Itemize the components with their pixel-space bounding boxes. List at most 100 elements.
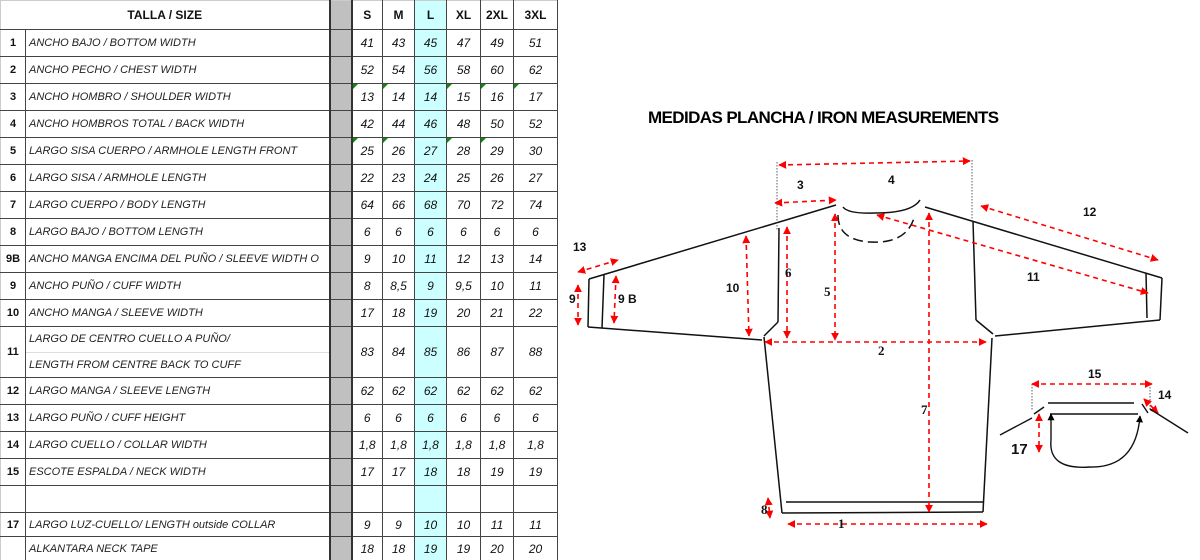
value-cell-l: 9 <box>414 272 448 300</box>
measurement-label-line1: LARGO DE CENTRO CUELLO A PUÑO/ <box>26 328 329 353</box>
separator-cell <box>328 536 353 560</box>
row-number: 9 <box>0 272 26 300</box>
value-cell-m: 62 <box>382 377 416 405</box>
measure-label-12: 12 <box>1083 205 1097 219</box>
size-header-3xl: 3XL <box>513 0 559 30</box>
value-cell-l: 56 <box>414 56 448 84</box>
value-cell-s: 9 <box>351 245 384 273</box>
value-cell-2xl: 13 <box>480 245 515 273</box>
value-cell-xl: 58 <box>446 56 482 84</box>
value-cell-s <box>351 485 384 513</box>
value-cell-3xl: 30 <box>513 137 559 165</box>
value-cell-xl: 48 <box>446 110 482 138</box>
value-cell-s: 25 <box>351 137 384 165</box>
value-cell-m: 18 <box>382 536 416 560</box>
value-cell-xl: 86 <box>446 326 482 378</box>
value-cell-m: 43 <box>382 29 416 57</box>
row-number: 17 <box>0 512 26 537</box>
value-cell-s: 9 <box>351 512 384 537</box>
row-number: 2 <box>0 56 26 84</box>
value-cell-m: 66 <box>382 191 416 219</box>
row-number: 11 <box>0 326 26 378</box>
measurement-label: ALKANTARA NECK TAPE <box>24 536 331 560</box>
value-cell-3xl: 22 <box>513 299 559 327</box>
value-cell-xl: 6 <box>446 404 482 432</box>
row-number: 13 <box>0 404 26 432</box>
value-cell-s: 1,8 <box>351 431 384 459</box>
value-cell-xl: 9,5 <box>446 272 482 300</box>
value-cell-3xl: 11 <box>513 272 559 300</box>
value-cell-xl: 25 <box>446 164 482 192</box>
value-cell-2xl: 72 <box>480 191 515 219</box>
value-cell-l: 10 <box>414 512 448 537</box>
row-number: 5 <box>0 137 26 165</box>
measure-label-8: 8 <box>761 502 768 517</box>
garment-outline <box>587 199 1163 514</box>
value-cell-2xl <box>480 485 515 513</box>
measurement-arrows <box>574 157 1159 528</box>
row-number: 9B <box>0 245 26 273</box>
measurement-label: ANCHO HOMBROS TOTAL / BACK WIDTH <box>24 110 331 138</box>
value-cell-s: 41 <box>351 29 384 57</box>
measure-label-11: 11 <box>1027 270 1040 284</box>
separator-cell <box>328 218 353 246</box>
size-header-s: S <box>351 0 384 30</box>
value-cell-2xl: 16 <box>480 83 515 111</box>
measure-label-1: 1 <box>838 516 845 531</box>
measure-label-10: 10 <box>726 281 740 295</box>
measurement-label: LARGO DE CENTRO CUELLO A PUÑO/LENGTH FRO… <box>24 326 331 378</box>
value-cell-m: 17 <box>382 458 416 486</box>
value-cell-s: 18 <box>351 536 384 560</box>
value-cell-l: 46 <box>414 110 448 138</box>
value-cell-xl: 62 <box>446 377 482 405</box>
measurement-label: LARGO SISA CUERPO / ARMHOLE LENGTH FRONT <box>24 137 331 165</box>
row-number <box>0 536 26 560</box>
value-cell-xl: 12 <box>446 245 482 273</box>
measure-label-14: 14 <box>1158 388 1172 402</box>
value-cell-l: 11 <box>414 245 448 273</box>
row-number: 8 <box>0 218 26 246</box>
value-cell-2xl: 19 <box>480 458 515 486</box>
separator-cell <box>328 191 353 219</box>
iron-measurements-diagram: MEDIDAS PLANCHA / IRON MEASUREMENTS 4 3 … <box>560 0 1200 560</box>
value-cell-l: 18 <box>414 458 448 486</box>
measure-label-13: 13 <box>573 240 587 254</box>
value-cell-l: 19 <box>414 299 448 327</box>
value-cell-3xl: 6 <box>513 404 559 432</box>
value-cell-l: 14 <box>414 83 448 111</box>
value-cell-m: 26 <box>382 137 416 165</box>
value-cell-m: 84 <box>382 326 416 378</box>
separator-cell <box>328 377 353 405</box>
value-cell-3xl: 6 <box>513 218 559 246</box>
row-number: 1 <box>0 29 26 57</box>
separator-cell <box>328 272 353 300</box>
value-cell-m: 1,8 <box>382 431 416 459</box>
row-number: 4 <box>0 110 26 138</box>
measure-label-2: 2 <box>878 343 885 358</box>
value-cell-xl: 1,8 <box>446 431 482 459</box>
measurement-label: ANCHO PECHO / CHEST WIDTH <box>24 56 331 84</box>
value-cell-s: 17 <box>351 299 384 327</box>
value-cell-3xl: 1,8 <box>513 431 559 459</box>
separator-cell <box>328 164 353 192</box>
value-cell-xl: 6 <box>446 218 482 246</box>
value-cell-2xl: 87 <box>480 326 515 378</box>
measurement-label-line2: LENGTH FROM CENTRE BACK TO CUFF <box>29 358 241 371</box>
value-cell-l: 45 <box>414 29 448 57</box>
measurement-label: ESCOTE ESPALDA / NECK WIDTH <box>24 458 331 486</box>
value-cell-s: 8 <box>351 272 384 300</box>
measurement-label: ANCHO HOMBRO / SHOULDER WIDTH <box>24 83 331 111</box>
row-number: 14 <box>0 431 26 459</box>
measurement-label: LARGO CUERPO / BODY LENGTH <box>24 191 331 219</box>
sweater-sketch <box>574 157 1189 528</box>
measure-label-15: 15 <box>1088 367 1102 381</box>
value-cell-l: 6 <box>414 404 448 432</box>
row-number: 10 <box>0 299 26 327</box>
size-header-m: M <box>382 0 416 30</box>
